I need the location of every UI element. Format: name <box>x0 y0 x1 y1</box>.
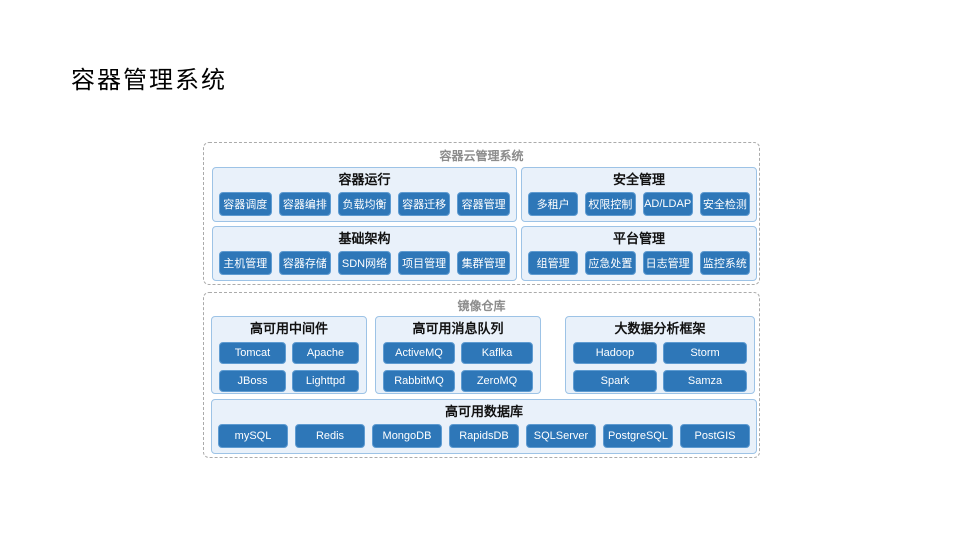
panel-title: 高可用中间件 <box>249 321 328 336</box>
panel-title: 容器运行 <box>338 172 391 187</box>
diagram-node: Storm <box>663 342 747 364</box>
diagram-node: 容器存储 <box>278 251 332 275</box>
diagram-node: 应急处置 <box>585 251 636 275</box>
node-row: 组管理 应急处置 日志管理 监控系统 <box>522 248 756 275</box>
diagram-node: mySQL <box>218 424 288 448</box>
image-registry-group: 镜像仓库 高可用中间件 Tomcat Apache JBoss Lighttpd… <box>203 292 760 458</box>
panel-title: 基础架构 <box>338 231 391 246</box>
panel-title: 大数据分析框架 <box>614 321 706 336</box>
diagram-node: 容器调度 <box>219 192 272 216</box>
diagram-node: Kaflka <box>461 342 533 364</box>
diagram-node: SQLServer <box>526 424 596 448</box>
node-row: 主机管理 容器存储 SDN网络 项目管理 集群管理 <box>213 248 516 275</box>
diagram-node: RabbitMQ <box>383 370 455 392</box>
node-row: 多租户 权限控制 AD/LDAP 安全检测 <box>522 189 756 216</box>
panel-ha-database: 高可用数据库 mySQL Redis MongoDB RapidsDB SQLS… <box>211 399 757 454</box>
diagram-node: PostgreSQL <box>603 424 673 448</box>
diagram-node: 主机管理 <box>219 251 272 275</box>
diagram-node: 容器编排 <box>278 192 332 216</box>
node-grid: Hadoop Storm Spark Samza <box>566 338 754 392</box>
diagram-node: Redis <box>295 424 365 448</box>
panel-title: 平台管理 <box>612 231 665 246</box>
panel-bigdata-framework: 大数据分析框架 Hadoop Storm Spark Samza <box>565 316 755 394</box>
diagram-node: 权限控制 <box>585 192 636 216</box>
diagram-node: 组管理 <box>528 251 579 275</box>
diagram-node: 日志管理 <box>642 251 693 275</box>
group-label: 容器云管理系统 <box>439 149 524 163</box>
panel-platform-management: 平台管理 组管理 应急处置 日志管理 监控系统 <box>521 226 757 281</box>
panel-ha-message-queue: 高可用消息队列 ActiveMQ Kaflka RabbitMQ ZeroMQ <box>375 316 541 394</box>
diagram-node: 监控系统 <box>699 251 750 275</box>
cloud-system-group: 容器云管理系统 容器运行 容器调度 容器编排 负载均衡 容器迁移 容器管理 安全… <box>203 142 760 285</box>
diagram-node: Samza <box>663 370 747 392</box>
panel-container-runtime: 容器运行 容器调度 容器编排 负载均衡 容器迁移 容器管理 <box>212 167 517 222</box>
panel-title: 高可用消息队列 <box>412 321 504 336</box>
node-grid: ActiveMQ Kaflka RabbitMQ ZeroMQ <box>376 338 540 392</box>
diagram-node: 负载均衡 <box>338 192 391 216</box>
panel-title: 高可用数据库 <box>444 404 523 419</box>
panel-title: 安全管理 <box>612 172 665 187</box>
diagram-node: MongoDB <box>372 424 442 448</box>
page-title: 容器管理系统 <box>71 66 227 94</box>
diagram-node: PostGIS <box>680 424 750 448</box>
diagram-node: 容器管理 <box>457 192 510 216</box>
panel-ha-middleware: 高可用中间件 Tomcat Apache JBoss Lighttpd <box>211 316 367 394</box>
diagram-node: Hadoop <box>573 342 657 364</box>
panel-infrastructure: 基础架构 主机管理 容器存储 SDN网络 项目管理 集群管理 <box>212 226 517 281</box>
diagram-node: AD/LDAP <box>642 192 693 216</box>
diagram-node: Spark <box>573 370 657 392</box>
diagram-node: ZeroMQ <box>461 370 533 392</box>
diagram-node: 多租户 <box>528 192 579 216</box>
diagram-node: 安全检测 <box>699 192 750 216</box>
diagram-node: Lighttpd <box>292 370 359 392</box>
diagram-node: JBoss <box>219 370 286 392</box>
diagram-node: RapidsDB <box>449 424 519 448</box>
diagram-node: ActiveMQ <box>383 342 455 364</box>
group-label: 镜像仓库 <box>457 299 506 313</box>
diagram-node: Tomcat <box>219 342 286 364</box>
node-grid: Tomcat Apache JBoss Lighttpd <box>212 338 366 392</box>
node-row: 容器调度 容器编排 负载均衡 容器迁移 容器管理 <box>213 189 516 216</box>
diagram-node: 容器迁移 <box>397 192 451 216</box>
diagram-node: Apache <box>292 342 359 364</box>
panel-security-management: 安全管理 多租户 权限控制 AD/LDAP 安全检测 <box>521 167 757 222</box>
node-row: mySQL Redis MongoDB RapidsDB SQLServer P… <box>212 421 756 448</box>
diagram-node: SDN网络 <box>338 251 391 275</box>
diagram-node: 集群管理 <box>457 251 510 275</box>
diagram-node: 项目管理 <box>397 251 451 275</box>
